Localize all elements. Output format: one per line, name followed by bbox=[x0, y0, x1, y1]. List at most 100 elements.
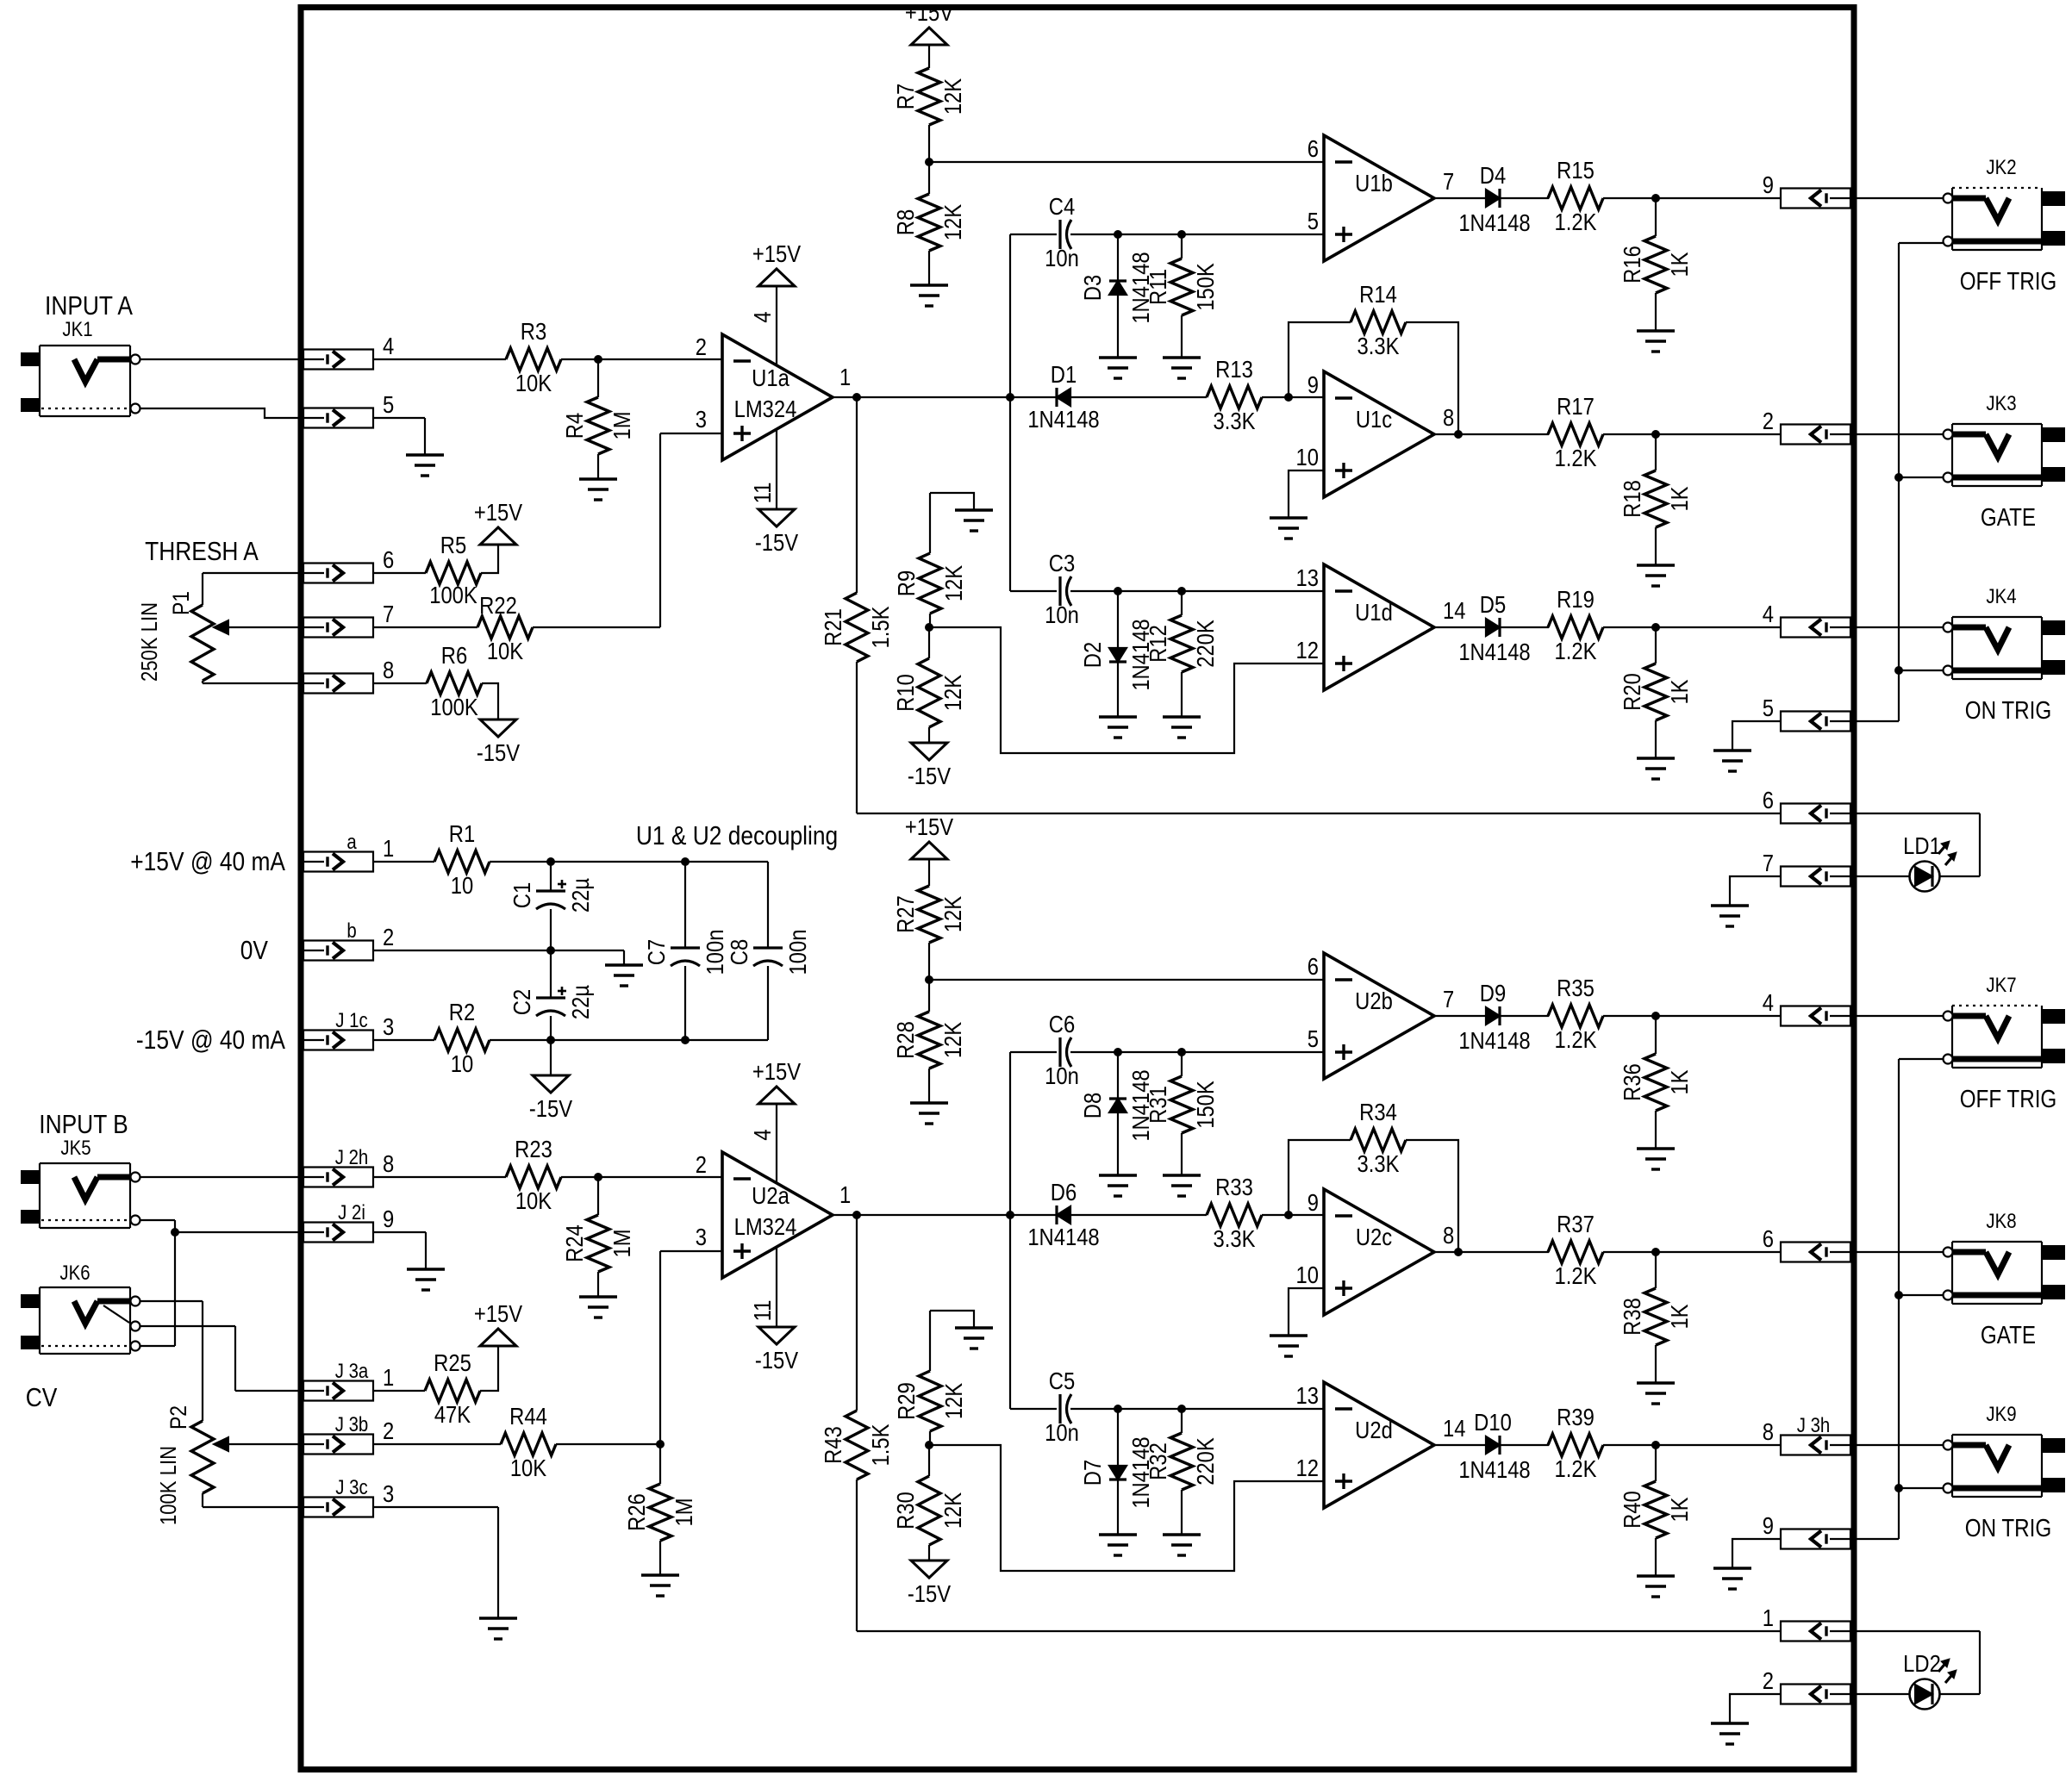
svg-text:D6: D6 bbox=[1051, 1178, 1077, 1205]
svg-text:C8: C8 bbox=[725, 939, 752, 965]
svg-text:4: 4 bbox=[1763, 600, 1774, 627]
svg-text:D7: D7 bbox=[1078, 1460, 1106, 1486]
svg-text:R29: R29 bbox=[892, 1382, 920, 1420]
svg-text:THRESH A: THRESH A bbox=[145, 537, 259, 566]
svg-text:12K: 12K bbox=[939, 1492, 966, 1529]
svg-text:6: 6 bbox=[1307, 952, 1319, 980]
svg-text:12K: 12K bbox=[939, 1021, 966, 1058]
svg-text:10n: 10n bbox=[1045, 601, 1079, 628]
svg-text:1N4148: 1N4148 bbox=[1458, 1455, 1530, 1483]
svg-text:R3: R3 bbox=[521, 317, 546, 345]
svg-text:1.2K: 1.2K bbox=[1555, 1262, 1598, 1289]
svg-text:150K: 150K bbox=[1191, 263, 1219, 311]
svg-text:R19: R19 bbox=[1557, 585, 1595, 613]
svg-text:1N4148: 1N4148 bbox=[1126, 1436, 1154, 1508]
svg-text:8: 8 bbox=[1443, 1221, 1454, 1249]
svg-text:10K: 10K bbox=[515, 369, 552, 396]
svg-text:+15V: +15V bbox=[752, 1057, 802, 1085]
svg-text:1: 1 bbox=[839, 363, 851, 390]
svg-text:5: 5 bbox=[1763, 694, 1774, 721]
svg-text:5: 5 bbox=[1307, 207, 1319, 234]
svg-text:1.2K: 1.2K bbox=[1555, 637, 1598, 664]
svg-text:C5: C5 bbox=[1049, 1367, 1075, 1394]
svg-text:-15V: -15V bbox=[755, 1346, 799, 1374]
svg-text:JK5: JK5 bbox=[60, 1136, 90, 1159]
svg-text:J 3h: J 3h bbox=[1797, 1413, 1831, 1436]
svg-text:8: 8 bbox=[1763, 1417, 1774, 1445]
svg-text:3: 3 bbox=[696, 1223, 707, 1250]
svg-text:JK4: JK4 bbox=[1986, 584, 2016, 607]
svg-text:2: 2 bbox=[383, 1417, 394, 1444]
svg-text:6: 6 bbox=[1763, 1224, 1774, 1252]
svg-text:2: 2 bbox=[1763, 407, 1774, 434]
svg-text:U1a: U1a bbox=[752, 364, 789, 391]
svg-text:150K: 150K bbox=[1191, 1081, 1219, 1129]
svg-text:R17: R17 bbox=[1557, 392, 1595, 420]
svg-text:1: 1 bbox=[1763, 1604, 1774, 1631]
svg-text:6: 6 bbox=[1307, 134, 1319, 162]
svg-text:U2d: U2d bbox=[1355, 1416, 1393, 1443]
svg-text:R13: R13 bbox=[1215, 355, 1253, 383]
svg-text:R34: R34 bbox=[1359, 1098, 1397, 1125]
svg-text:7: 7 bbox=[1443, 985, 1454, 1012]
svg-text:1.2K: 1.2K bbox=[1555, 208, 1598, 235]
svg-text:2: 2 bbox=[696, 333, 707, 360]
svg-text:R40: R40 bbox=[1618, 1491, 1645, 1529]
svg-text:R22: R22 bbox=[479, 591, 517, 619]
svg-text:9: 9 bbox=[1763, 171, 1774, 198]
svg-text:R18: R18 bbox=[1618, 480, 1645, 518]
svg-text:R32: R32 bbox=[1144, 1442, 1171, 1480]
svg-text:D5: D5 bbox=[1480, 590, 1506, 618]
svg-text:P1: P1 bbox=[168, 591, 194, 615]
svg-text:P2: P2 bbox=[165, 1405, 191, 1430]
svg-text:U1c: U1c bbox=[1356, 405, 1392, 433]
svg-text:9: 9 bbox=[1307, 371, 1319, 398]
svg-text:+15V: +15V bbox=[474, 498, 523, 526]
svg-text:3: 3 bbox=[696, 405, 707, 433]
svg-text:1.2K: 1.2K bbox=[1555, 1455, 1598, 1482]
svg-text:LD2: LD2 bbox=[1903, 1649, 1941, 1677]
svg-text:12K: 12K bbox=[939, 674, 966, 711]
svg-text:R2: R2 bbox=[449, 998, 475, 1025]
svg-text:-15V: -15V bbox=[908, 762, 952, 789]
svg-text:-15V @ 40 mA: -15V @ 40 mA bbox=[136, 1025, 286, 1055]
svg-text:R12: R12 bbox=[1144, 625, 1171, 663]
svg-text:+15V @ 40 mA: +15V @ 40 mA bbox=[130, 847, 285, 876]
svg-text:1K: 1K bbox=[1665, 252, 1693, 277]
svg-text:10: 10 bbox=[1296, 443, 1319, 470]
svg-text:D4: D4 bbox=[1480, 161, 1506, 189]
svg-text:R15: R15 bbox=[1557, 156, 1595, 184]
svg-text:C7: C7 bbox=[642, 939, 670, 965]
svg-text:11: 11 bbox=[748, 1300, 776, 1322]
svg-text:1N4148: 1N4148 bbox=[1126, 619, 1154, 690]
svg-text:47K: 47K bbox=[434, 1400, 471, 1428]
svg-text:3.3K: 3.3K bbox=[1357, 332, 1401, 359]
svg-text:JK3: JK3 bbox=[1986, 391, 2016, 414]
svg-text:C3: C3 bbox=[1049, 549, 1075, 576]
svg-text:250K LIN: 250K LIN bbox=[137, 602, 162, 682]
svg-text:1: 1 bbox=[383, 1363, 394, 1391]
svg-text:R9: R9 bbox=[892, 570, 920, 596]
svg-text:R24: R24 bbox=[560, 1224, 588, 1262]
svg-text:10K: 10K bbox=[510, 1454, 547, 1481]
svg-text:J 2i: J 2i bbox=[338, 1200, 365, 1224]
svg-text:JK6: JK6 bbox=[59, 1261, 90, 1284]
svg-text:J 2h: J 2h bbox=[335, 1145, 369, 1168]
svg-text:-15V: -15V bbox=[755, 528, 799, 556]
svg-text:+15V: +15V bbox=[905, 0, 954, 26]
svg-text:1K: 1K bbox=[1665, 679, 1693, 705]
svg-text:100K LIN: 100K LIN bbox=[156, 1446, 181, 1525]
svg-text:10K: 10K bbox=[487, 637, 524, 664]
svg-text:R35: R35 bbox=[1557, 974, 1595, 1001]
svg-text:0V: 0V bbox=[240, 936, 269, 965]
svg-text:JK2: JK2 bbox=[1986, 155, 2016, 178]
svg-text:ON TRIG: ON TRIG bbox=[1965, 696, 2051, 724]
svg-text:R30: R30 bbox=[891, 1492, 919, 1529]
svg-text:D1: D1 bbox=[1051, 360, 1077, 388]
svg-text:12K: 12K bbox=[939, 78, 966, 115]
svg-text:1N4148: 1N4148 bbox=[1027, 1223, 1099, 1250]
svg-text:D8: D8 bbox=[1078, 1093, 1106, 1118]
svg-text:JK7: JK7 bbox=[1986, 973, 2016, 996]
svg-text:b: b bbox=[346, 919, 356, 942]
svg-text:5: 5 bbox=[383, 390, 394, 418]
